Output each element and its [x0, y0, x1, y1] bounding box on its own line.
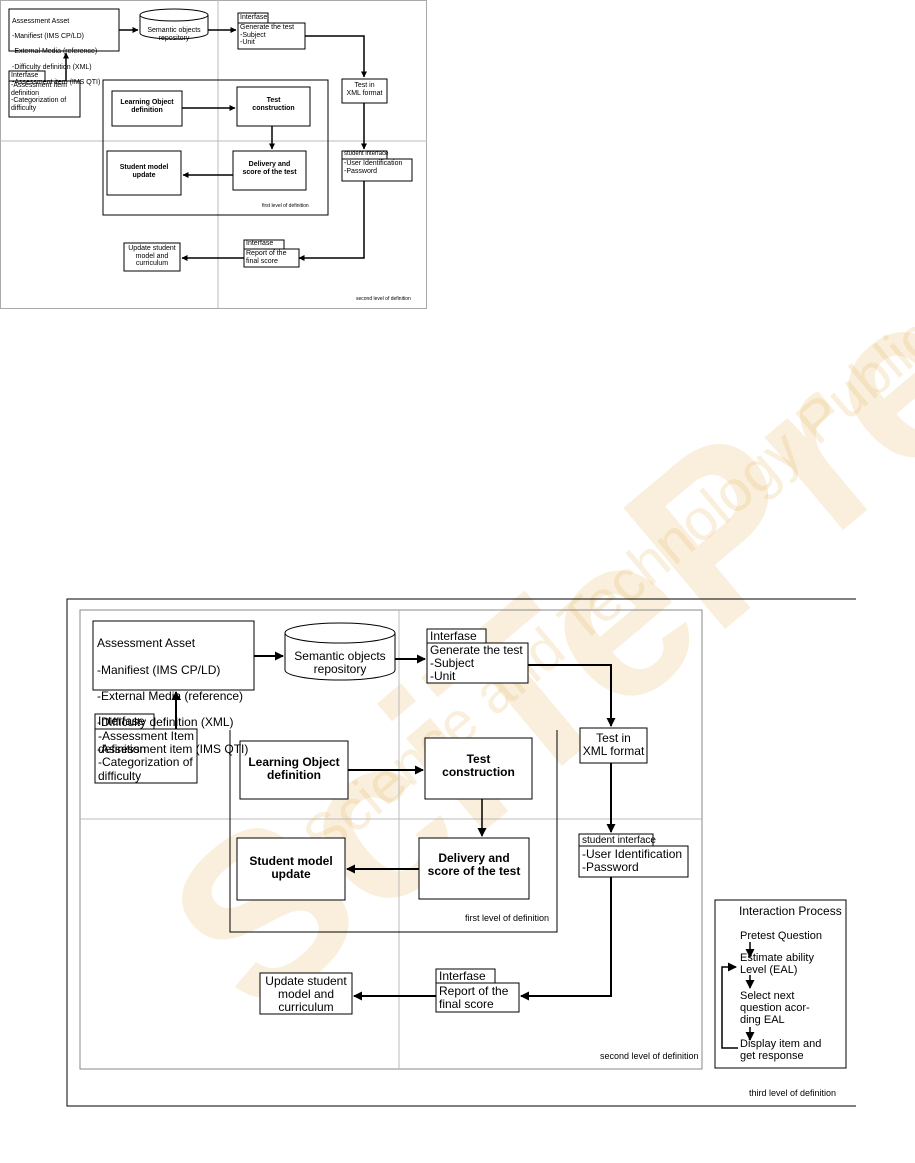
asset-title: Assessment Asset: [12, 17, 70, 25]
repository-label: Semantic objects repository: [294, 649, 386, 677]
gen-box: Generate the test -Subject -Unit: [430, 643, 523, 684]
learning-object-box: Learning Object definition: [248, 755, 340, 783]
asset-box: Assessment Asset -Manifiest (IMS CP/LD) …: [97, 624, 248, 769]
report-tab: Interfase: [246, 240, 274, 247]
interaction-step: Display item and get response: [740, 1038, 822, 1063]
interaction-title: Interaction Process: [739, 904, 842, 918]
asset-item: -Assessment item (IMS QTI): [12, 79, 101, 87]
asset-item: -External Media (reference): [12, 48, 98, 56]
teacher-interface-tab: Interfase: [98, 714, 145, 728]
third-level-label: third level of definition: [749, 1088, 837, 1098]
figure-top: Assessment Asset -Manifiest (IMS CP/LD) …: [0, 0, 430, 310]
delivery-box: Delivery and score of the test: [427, 851, 521, 879]
teacher-interface-tab: Interfase: [11, 72, 39, 79]
report-box: Report of the final score: [246, 250, 287, 265]
figure-top-lines: [0, 0, 427, 309]
first-level-label: first level of definition: [262, 203, 309, 209]
delivery-box: Delivery and score of the test: [242, 161, 297, 176]
asset-title: Assessment Asset: [97, 636, 196, 651]
second-level-label: second level of definition: [600, 1051, 699, 1061]
asset-item: -Assessment item (IMS QTI): [97, 741, 249, 756]
interaction-step: Select next question acor- ding EAL: [740, 990, 810, 1027]
gen-tab: Interfase: [430, 629, 477, 643]
student-model-box: Student model update: [249, 854, 333, 882]
asset-item: -Difficulty definition (XML): [12, 63, 92, 71]
asset-item: -Manifiest (IMS CP/LD): [97, 662, 221, 677]
interaction-step: Estimate ability Level (EAL): [740, 952, 814, 977]
test-construction-box: Test construction: [442, 752, 515, 780]
asset-item: -Difficulty definition (XML): [97, 715, 234, 730]
asset-item: -External Media (reference): [97, 688, 244, 703]
first-level-label: first level of definition: [465, 913, 550, 923]
report-tab: Interfase: [439, 969, 486, 983]
test-construction-box: Test construction: [252, 97, 295, 112]
gen-box: Generate the test -Subject -Unit: [240, 24, 295, 47]
test-xml-box: Test in XML format: [582, 731, 645, 759]
student-interface-box: -User Identification -Password: [344, 160, 403, 175]
teacher-interface-box: -Assessment Item definition -Categorizat…: [98, 729, 195, 783]
update-student-box: Update student model and curriculum: [265, 974, 347, 1015]
second-level-label: second level of definition: [356, 296, 411, 302]
student-interface-box: -User Identification -Password: [582, 847, 683, 875]
test-xml-box: Test in XML format: [346, 82, 383, 97]
report-box: Report of the final score: [439, 984, 509, 1012]
gen-tab: Interfase: [240, 14, 268, 21]
interaction-step: Pretest Question: [740, 930, 822, 942]
asset-box: Assessment Asset -Manifiest (IMS CP/LD) …: [12, 10, 100, 95]
teacher-interface-box: -Assessment Item definition -Categorizat…: [11, 82, 68, 113]
update-student-box: Update student model and curriculum: [128, 245, 176, 268]
learning-object-box: Learning Object definition: [120, 99, 174, 114]
student-model-box: Student model update: [119, 164, 169, 179]
repository-label: Semantic objects repository: [147, 27, 201, 42]
student-interface-tab: student interface: [344, 151, 389, 157]
asset-item: -Manifiest (IMS CP/LD): [12, 33, 84, 41]
student-interface-tab: student interface: [582, 835, 656, 846]
